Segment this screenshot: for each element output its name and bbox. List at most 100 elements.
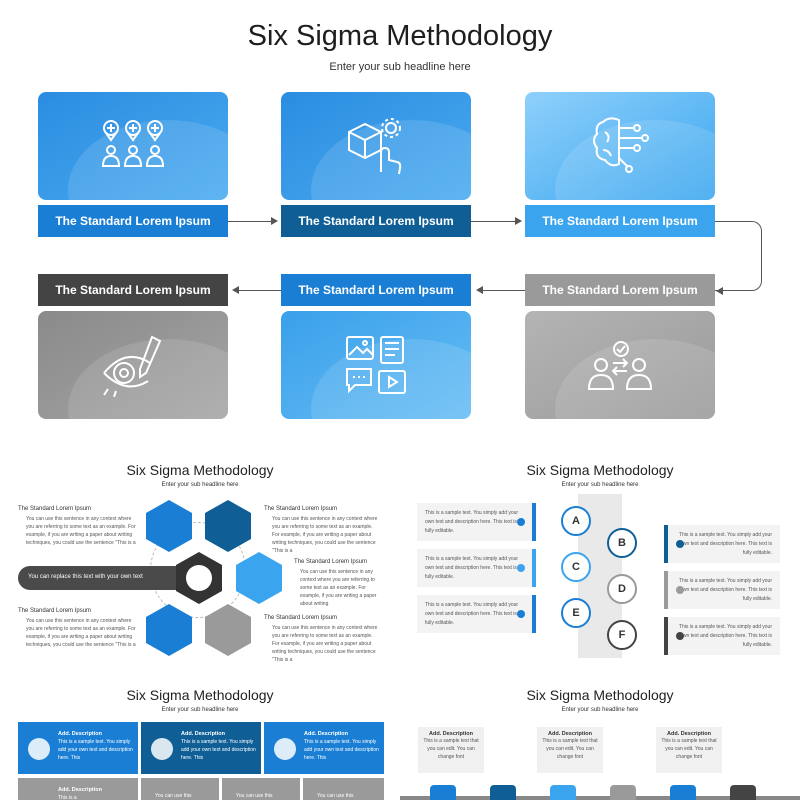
people-icon	[151, 738, 173, 760]
thumb4-card-2-head: Add. Description	[547, 731, 592, 737]
thumb1-left-bot-head: The Standard Lorem Ipsum	[18, 608, 92, 614]
thumb3-tile-5-text: You can use this	[155, 793, 192, 799]
thumb3-tile-1-head: Add. Description	[58, 731, 103, 737]
thumb1-hex-4	[205, 604, 251, 656]
step-4-card	[525, 311, 715, 419]
step-1-label: The Standard Lorem Ipsum	[38, 205, 228, 237]
step-3-label: The Standard Lorem Ipsum	[525, 205, 715, 237]
thumb2-box-b: This is a sample text. You simply add yo…	[668, 525, 780, 563]
brain-circuit-icon	[593, 117, 649, 173]
step-6-label: The Standard Lorem Ipsum	[38, 274, 228, 306]
thumb2-letter-c: C	[561, 552, 591, 582]
thumb2-letter-d: D	[607, 574, 637, 604]
thumb2-accent-c	[532, 549, 536, 587]
thumb3-tile-4: Add. Description This is a	[18, 778, 138, 801]
thumb2-box-e: This is a sample text. You simply add yo…	[417, 595, 532, 633]
thumb2-accent-f	[664, 617, 668, 655]
thumb2-dot-a	[517, 518, 525, 526]
thumb1-left-bot-text: You can use this sentence in any context…	[26, 618, 136, 648]
thumb2-accent-d	[664, 571, 668, 609]
flow-arrow-2	[471, 221, 516, 222]
thumb4-card-1: Add. Description This is a sample text t…	[418, 727, 484, 773]
thumb3-tile-3-text: This is a sample text. You simply add yo…	[304, 739, 379, 761]
thumb1-right-top-head: The Standard Lorem Ipsum	[264, 506, 338, 512]
step-1-card	[38, 92, 228, 200]
thumb3-tile-6-text: You can use this	[236, 793, 273, 799]
thumb4-timeline	[400, 796, 800, 800]
thumb4-title: Six Sigma Methodology	[526, 687, 674, 703]
flow-arrow-1	[228, 221, 272, 222]
flow-arrowhead-1	[271, 217, 278, 225]
page-subtitle: Enter your sub headline here	[329, 61, 471, 73]
thumb3-tile-4-text: This is a	[58, 795, 77, 801]
step-2-card	[281, 92, 471, 200]
thumb1-hex-3	[236, 552, 282, 604]
thumb4-marker-4	[610, 785, 636, 800]
thumb3-tile-5: You can use this	[141, 778, 219, 800]
thumb2-box-d: This is a sample text. You simply add yo…	[668, 571, 780, 609]
thumb4-card-3: Add. Description This is a sample text t…	[656, 727, 722, 773]
thumb4-card-3-text: This is a sample text that you can edit.…	[661, 738, 717, 760]
step-2-label: The Standard Lorem Ipsum	[281, 205, 471, 237]
thumb3-title: Six Sigma Methodology	[126, 687, 274, 703]
thumb2-box-a: This is a sample text. You simply add yo…	[417, 503, 532, 541]
flow-connector	[715, 221, 762, 291]
thumb3-tile-4-head: Add. Description	[58, 787, 103, 793]
people-icon	[274, 738, 296, 760]
step-4-label: The Standard Lorem Ipsum	[525, 274, 715, 306]
eye-pencil-icon	[103, 335, 162, 397]
people-icon	[28, 738, 50, 760]
thumb2-accent-e	[532, 595, 536, 633]
thumb3-tile-2-text: This is a sample text. You simply add yo…	[181, 739, 256, 761]
thumb4-marker-2	[490, 785, 516, 800]
step-6-card	[38, 311, 228, 419]
thumb4-card-1-text: This is a sample text that you can edit.…	[423, 738, 479, 760]
thumb1-right-bot-head: The Standard Lorem Ipsum	[264, 615, 338, 621]
thumb4-marker-6	[730, 785, 756, 800]
thumb1-title: Six Sigma Methodology	[126, 462, 274, 478]
thumb1-right-mid-text: You can use this sentence in any context…	[300, 569, 377, 607]
thumb3-tile-7-text: You can use this	[317, 793, 354, 799]
thumb2-letter-e: E	[561, 598, 591, 628]
thumb3-tile-1-text: This is a sample text. You simply add yo…	[58, 739, 133, 761]
page-title: Six Sigma Methodology	[247, 20, 553, 52]
thumb4-card-2: Add. Description This is a sample text t…	[537, 727, 603, 773]
thumb2-letter-a: A	[561, 506, 591, 536]
thumb4-marker-1	[430, 785, 456, 800]
thumb3-tile-7: You can use this	[303, 778, 384, 800]
thumb3-tile-3-head: Add. Description	[304, 731, 349, 737]
thumb2-box-f: This is a sample text. You simply add yo…	[668, 617, 780, 655]
thumb3-tile-2-head: Add. Description	[181, 731, 226, 737]
thumb3-tile-6: You can use this	[222, 778, 300, 800]
thumb4-marker-5	[670, 785, 696, 800]
flow-arrow-4	[238, 290, 281, 291]
thumb2-dot-c	[517, 564, 525, 572]
thumb1-subtitle: Enter your sub headline here	[161, 482, 239, 488]
step-3-card	[525, 92, 715, 200]
thumb2-title: Six Sigma Methodology	[526, 462, 674, 478]
thumb4-marker-3	[550, 785, 576, 800]
handshake-icon	[186, 565, 212, 591]
thumb4-card-2-text: This is a sample text that you can edit.…	[542, 738, 598, 760]
thumb1-left-top-text: You can use this sentence in any context…	[26, 516, 136, 546]
thumb3-tile-3: Add. Description This is a sample text. …	[264, 722, 384, 774]
flow-arrowhead-5	[476, 286, 483, 294]
thumb2-dot-e	[517, 610, 525, 618]
thumb1-right-top-text: You can use this sentence in any context…	[272, 516, 378, 554]
step-5-label: The Standard Lorem Ipsum	[281, 274, 471, 306]
add-users-icon	[101, 120, 165, 167]
media-content-icon	[346, 336, 406, 394]
flow-arrowhead-4	[232, 286, 239, 294]
thumb2-letter-f: F	[607, 620, 637, 650]
thumb4-card-1-head: Add. Description	[428, 731, 473, 737]
thumb3-subtitle: Enter your sub headline here	[161, 707, 239, 713]
thumb2-accent-b	[664, 525, 668, 563]
people-exchange-icon	[587, 341, 653, 390]
flow-arrowhead-3	[716, 287, 723, 295]
thumb1-left-top-head: The Standard Lorem Ipsum	[18, 506, 92, 512]
thumb1-right-bot-text: You can use this sentence in any context…	[272, 625, 378, 663]
thumb4-subtitle: Enter your sub headline here	[561, 707, 639, 713]
thumb2-dot-d	[676, 586, 684, 594]
thumb2-subtitle: Enter your sub headline here	[561, 482, 639, 488]
thumb1-center-pill-text: You can replace this text with your own …	[28, 574, 143, 580]
